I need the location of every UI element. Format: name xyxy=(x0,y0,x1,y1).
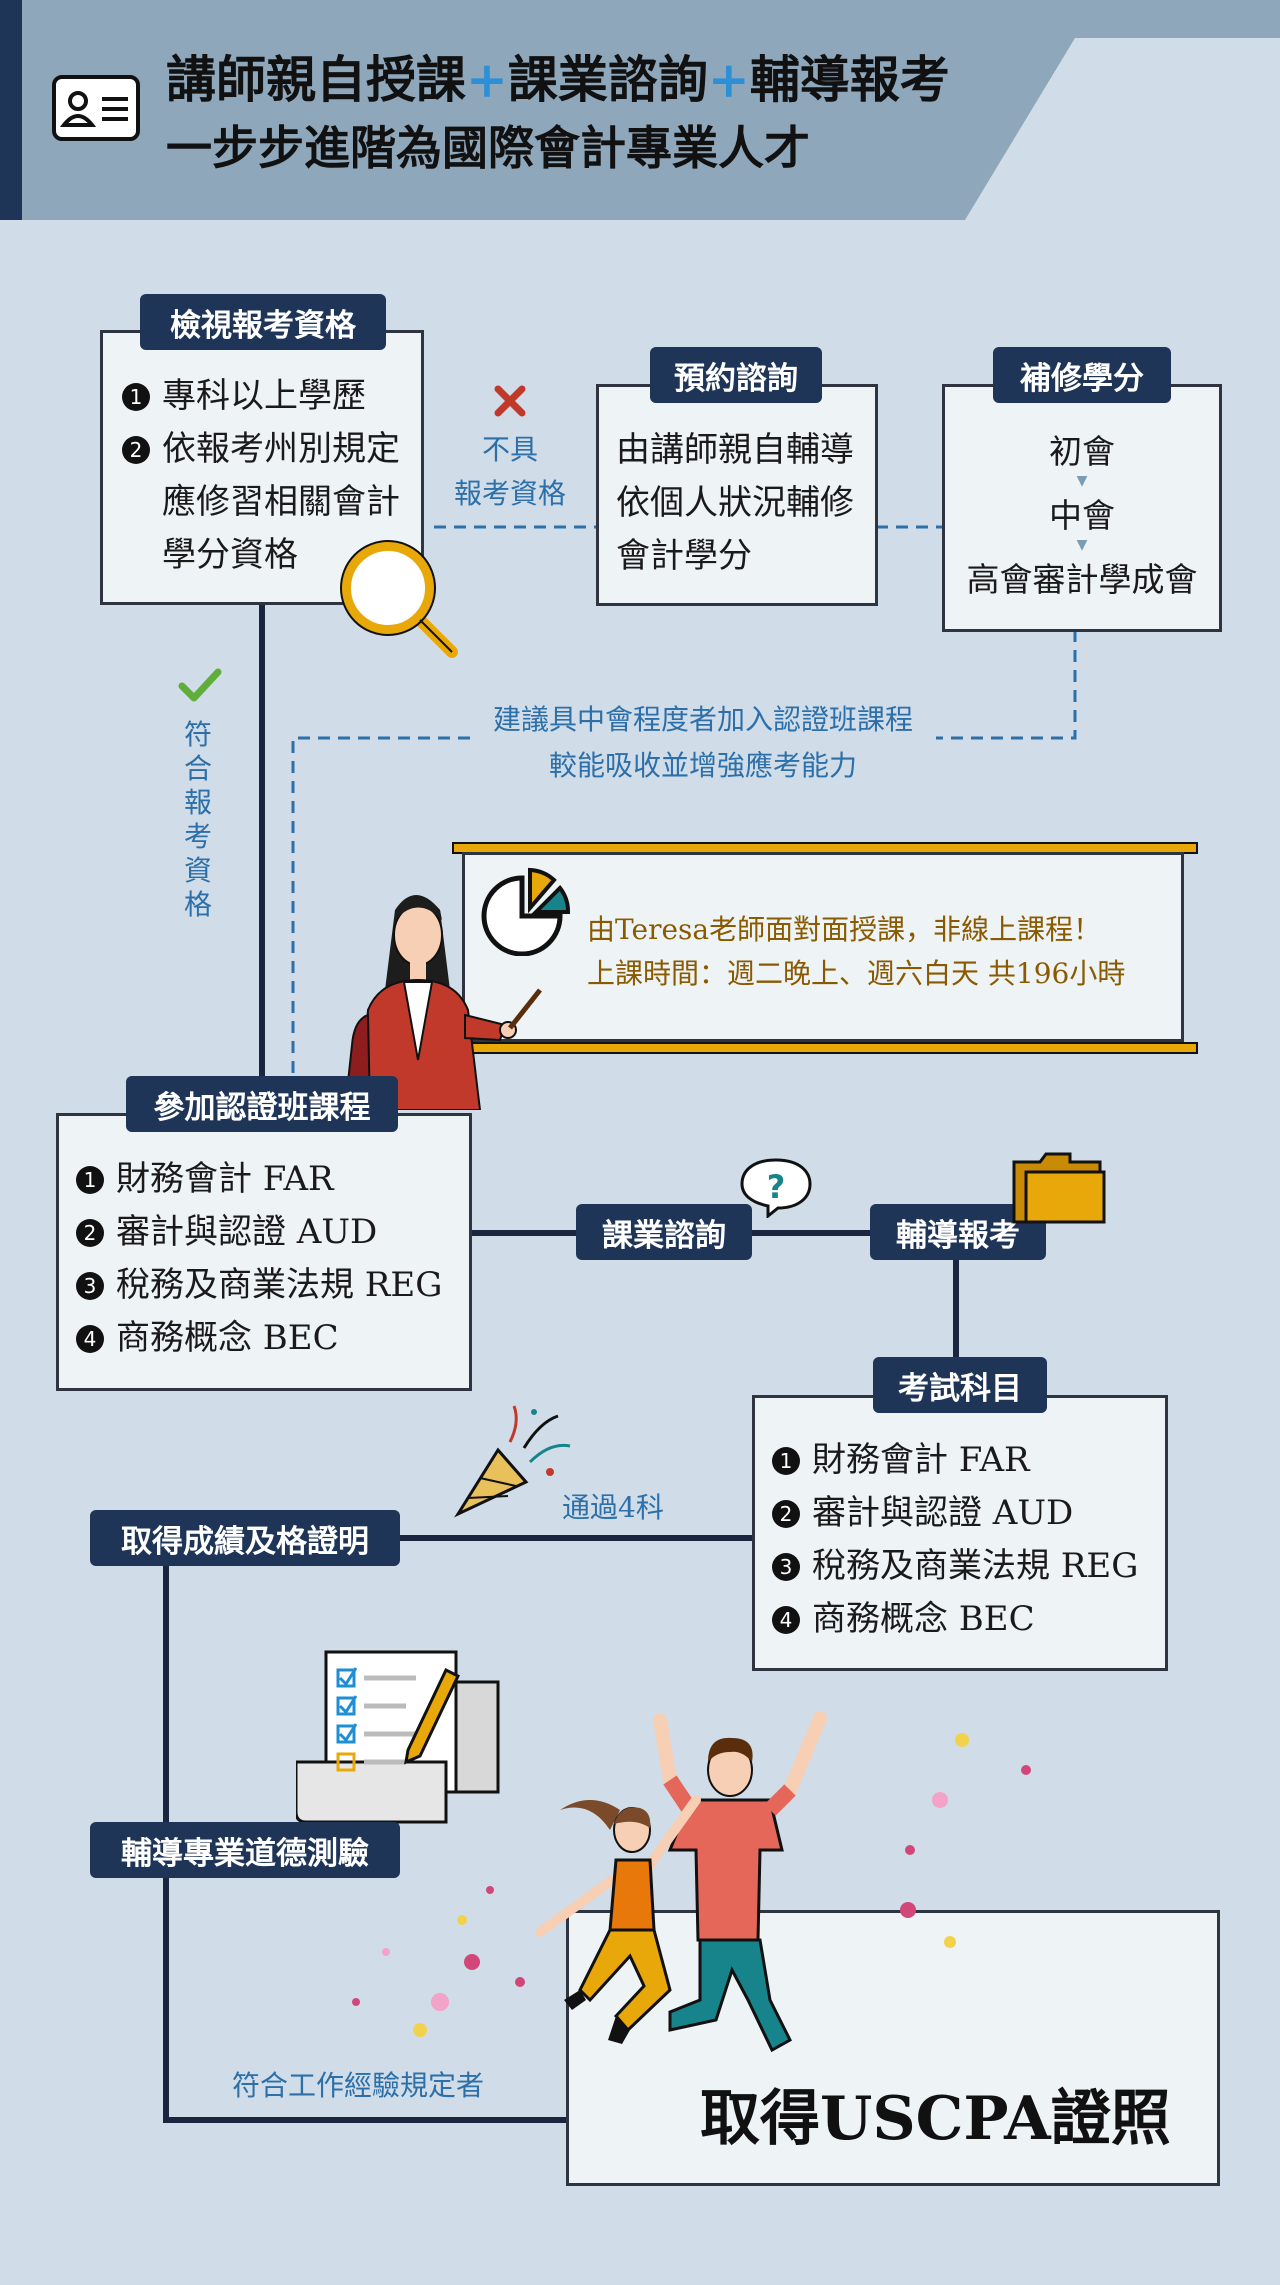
not-eligible-line2: 報考資格 xyxy=(453,477,566,510)
ethics-tag: 輔導專業道德測驗 xyxy=(90,1822,400,1878)
credits-levels: 初會 ▼ 中會 ▼ 高會審計學成會 xyxy=(945,425,1219,601)
folder-icon xyxy=(1010,1150,1106,1230)
text-line: 會計學分 xyxy=(616,536,752,576)
number-badge: 1 xyxy=(76,1166,104,1194)
exam-subjects-tag: 考試科目 xyxy=(873,1357,1047,1413)
list-item-text: 學分資格 xyxy=(162,535,298,575)
number-badge: 1 xyxy=(122,383,150,411)
title-plus: + xyxy=(466,50,508,109)
consult-tag: 預約諮詢 xyxy=(650,347,822,403)
list-item: 學分資格 xyxy=(122,529,400,582)
title-part-consult: 課業諮詢 xyxy=(507,50,708,109)
page-subtitle: 一步步進階為國際會計專業人才 xyxy=(166,121,810,175)
header-accent-bar xyxy=(0,0,22,220)
level-item: 高會審計學成會 xyxy=(966,560,1198,599)
list-item: 4 商務概念 BEC xyxy=(76,1312,442,1365)
work-note: 符合工作經驗規定者 xyxy=(232,2069,485,2102)
list-item: 3 稅務及商業法規 REG xyxy=(772,1540,1138,1593)
arrow-down-icon: ▼ xyxy=(1076,537,1088,553)
header-banner: 講師親自授課+課業諮詢+輔導報考 一步步進階為國際會計專業人才 xyxy=(0,0,1280,220)
dash-advice-course xyxy=(291,736,470,1080)
eligibility-list: 1 專科以上學歷 2 依報考州別規定 應修習相關會計 學分資格 xyxy=(122,370,400,582)
eligibility-tag: 檢視報考資格 xyxy=(140,294,386,350)
list-item: 1 專科以上學歷 xyxy=(122,370,400,423)
exam-subjects-list: 1 財務會計 FAR 2 審計與認證 AUD 3 稅務及商業法規 REG 4 商務概念 … xyxy=(772,1434,1138,1646)
list-item: 2 依報考州別規定 xyxy=(122,423,400,476)
number-badge: 4 xyxy=(76,1325,104,1353)
credits-tag: 補修學分 xyxy=(993,347,1171,403)
list-item-text: 財務會計 FAR xyxy=(812,1440,1030,1480)
board-panel xyxy=(462,852,1184,1042)
celebrating-people-illustration xyxy=(520,1700,880,2104)
not-eligible-line1: 不具 xyxy=(481,433,538,466)
line-certificate-final xyxy=(163,1566,568,2123)
list-item: 2 審計與認證 AUD xyxy=(772,1487,1138,1540)
level-item: 中會 xyxy=(1049,496,1115,535)
check-icon xyxy=(178,668,222,708)
checklist-illustration xyxy=(294,1642,506,1836)
course-box xyxy=(56,1113,472,1391)
consult-box xyxy=(596,384,878,606)
list-item: 應修習相關會計 xyxy=(122,476,400,529)
arrow-down-icon: ▼ xyxy=(1076,473,1088,489)
question-bubble-icon: ? xyxy=(738,1156,814,1222)
text-line: 依個人狀況輔修 xyxy=(616,483,854,523)
level-item: 初會 xyxy=(1049,432,1115,471)
list-item-text: 財務會計 FAR xyxy=(116,1159,334,1199)
board-bottom-bar xyxy=(452,1042,1198,1054)
party-popper-icon xyxy=(450,1402,580,1526)
advice-line1: 建議具中會程度者加入認證班課程 xyxy=(470,698,936,738)
svg-text:?: ? xyxy=(767,1168,786,1206)
title-part-guidance: 輔導報考 xyxy=(749,50,950,109)
dash-credits-advice xyxy=(936,630,1077,740)
study-consult-tag: 課業諮詢 xyxy=(576,1204,752,1260)
cross-icon xyxy=(493,384,527,422)
pie-chart-icon xyxy=(480,866,580,960)
text-line: 由講師親自輔導 xyxy=(616,430,854,470)
credits-box xyxy=(942,384,1222,632)
exam-guidance-tag: 輔導報考 xyxy=(870,1204,1046,1260)
pass-note: 通過4科 xyxy=(562,1491,664,1524)
eligible-note: 符合報考資格 xyxy=(183,718,212,921)
final-box xyxy=(566,1910,1220,2186)
list-item: 3 稅務及商業法規 REG xyxy=(76,1259,442,1312)
certificate-tag: 取得成績及格證明 xyxy=(90,1510,400,1566)
consult-lines: 由講師親自輔導 依個人狀況輔修 會計學分 xyxy=(616,424,854,583)
title-part-teaching: 講師親自授課 xyxy=(166,50,466,109)
list-item-text: 稅務及商業法規 REG xyxy=(116,1265,443,1305)
course-list: 1 財務會計 FAR 2 審計與認證 AUD 3 稅務及商業法規 REG 4 商務概念 … xyxy=(76,1153,442,1365)
list-item-text: 專科以上學歷 xyxy=(162,376,366,416)
advice-line2: 較能吸收並增強應考能力 xyxy=(520,744,886,784)
list-item-text: 審計與認證 AUD xyxy=(116,1212,378,1252)
list-item: 1 財務會計 FAR xyxy=(76,1153,442,1206)
list-item: 2 審計與認證 AUD xyxy=(76,1206,442,1259)
number-badge: 2 xyxy=(122,436,150,464)
list-item-text: 商務概念 BEC xyxy=(116,1318,339,1358)
magnifier-icon xyxy=(340,540,465,669)
list-item-text: 審計與認證 AUD xyxy=(812,1493,1074,1533)
number-badge: 2 xyxy=(76,1219,104,1247)
board-line2: 上課時間：週二晚上、週六白天 共196小時 xyxy=(587,957,1126,990)
final-text: 取得USCPA證照 xyxy=(700,2084,1171,2154)
page-title: 講師親自授課+課業諮詢+輔導報考 xyxy=(166,40,950,112)
exam-subjects-box xyxy=(752,1395,1168,1671)
confetti-decoration xyxy=(330,1720,1070,2054)
id-card-icon xyxy=(52,75,140,141)
title-plus: + xyxy=(707,50,750,109)
list-item: 1 財務會計 FAR xyxy=(772,1434,1138,1487)
course-tag: 參加認證班課程 xyxy=(126,1076,398,1132)
number-badge: 3 xyxy=(76,1272,104,1300)
number-badge: 4 xyxy=(772,1606,800,1634)
number-badge: 2 xyxy=(772,1500,800,1528)
board-line1: 由Teresa老師面對面授課，非線上課程！ xyxy=(587,913,1102,946)
list-item-text: 應修習相關會計 xyxy=(162,482,400,522)
list-item-text: 依報考州別規定 xyxy=(162,429,400,469)
list-item-text: 商務概念 BEC xyxy=(812,1599,1035,1639)
number-badge: 3 xyxy=(772,1553,800,1581)
number-badge: 1 xyxy=(772,1447,800,1475)
list-item-text: 稅務及商業法規 REG xyxy=(812,1546,1139,1586)
list-item: 4 商務概念 BEC xyxy=(772,1593,1138,1646)
